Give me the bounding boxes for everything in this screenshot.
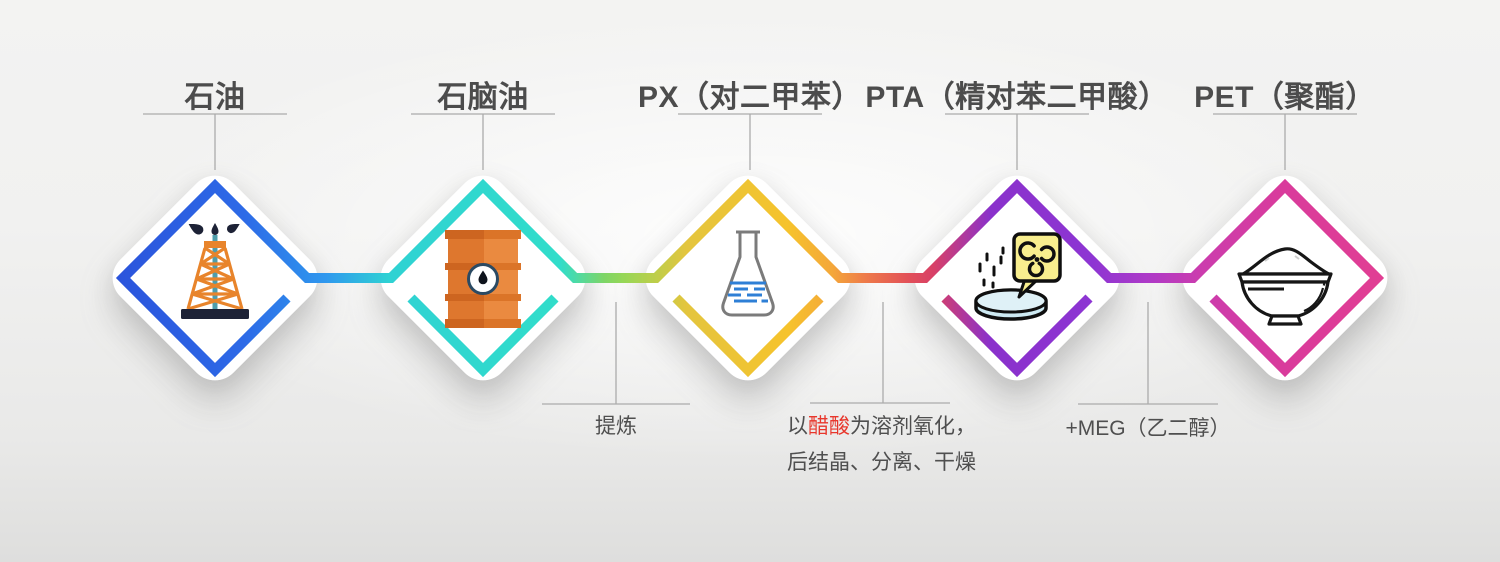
note-refine: 提炼 [595,415,637,438]
stage-label-pta: PTA（精对苯二甲酸） [865,81,1169,114]
speech-bubble-tail [1017,277,1040,299]
molecule-sketch [1018,241,1056,278]
bowl-foot [1267,314,1303,326]
derrick-base [181,309,249,319]
derrick-tower [186,246,244,311]
label-callout-lines [143,113,1357,170]
note-oxidation-suffix: 为溶剂氧化， [850,415,976,438]
oil-spray-drops [188,223,240,235]
note-callout-lines [542,302,1218,405]
diamond-bottom-edge-pta [941,294,1093,378]
flask-liquid-lines [728,281,768,303]
petri-dish [974,288,1048,321]
powder-bowl-icon [1237,247,1333,326]
diamond-bottom-edge-px [672,294,824,378]
bowl-outline [1237,247,1333,326]
petri-dish-icon [974,232,1062,321]
oil-barrel-icon [445,230,521,328]
stage-label-px: PX（对二甲苯） [637,81,863,114]
stage-label-petroleum: 石油 [184,81,246,114]
vapor-dashes [978,246,1005,289]
bowl-body [1240,280,1330,318]
diamond-bottom-edge-naphtha [407,294,559,378]
derrick-crown [204,241,226,248]
erlenmeyer-flask-icon [721,230,775,317]
stage-label-pet: PET（聚酯） [1194,81,1376,114]
powder-mound [1241,247,1331,276]
note-oxidation-prefix: 以 [787,415,808,438]
flow-path [115,178,1385,378]
stage-label-naphtha: 石脑油 [437,81,529,114]
oil-derrick-icon [181,223,249,319]
barrel-emblem [467,263,499,295]
note-meg: +MEG（乙二醇） [1065,417,1231,440]
flask-outline [721,230,775,317]
note-oxidation-line2: 后结晶、分离、干燥 [787,451,976,474]
derrick-pipe [212,235,218,315]
bowl-details [1248,282,1326,313]
powder-texture [1264,255,1300,262]
note-oxidation: 以醋酸为溶剂氧化， 后结晶、分离、干燥 [787,409,976,481]
note-oxidation-line1: 以醋酸为溶剂氧化， [787,409,976,445]
note-oxidation-highlight: 醋酸 [808,415,850,438]
